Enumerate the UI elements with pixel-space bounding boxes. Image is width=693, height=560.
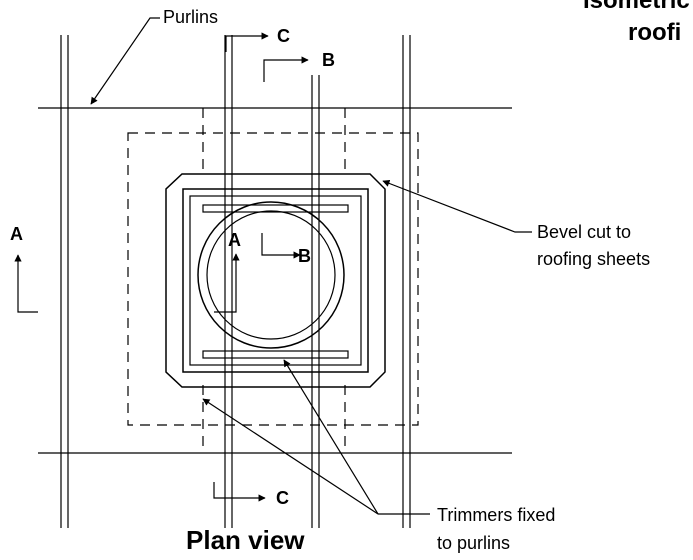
section-mark-b-top: B [263, 50, 335, 82]
svg-text:B: B [322, 50, 335, 70]
title-fragment-roofing: roofi [628, 19, 681, 46]
svg-text:C: C [276, 488, 289, 508]
title-fragment-isometric: Isometric [583, 0, 690, 14]
section-mark-b-inner: B [261, 233, 311, 266]
section-mark-a-inner: A [214, 230, 241, 313]
upstand-outer [182, 188, 369, 373]
purlins-label: Purlins [163, 7, 218, 27]
purlins-label-group: Purlins [90, 7, 218, 105]
svg-text:B: B [298, 246, 311, 266]
svg-text:A: A [10, 224, 23, 244]
purlins-lines [38, 107, 512, 454]
hidden-outline [127, 108, 419, 453]
bevel-label-line1: Bevel cut to [537, 222, 631, 242]
flue-inner-circle [206, 210, 336, 340]
section-mark-c-top: C [225, 26, 290, 52]
svg-text:C: C [277, 26, 290, 46]
plan-view-title: Plan view [186, 525, 305, 555]
section-mark-a-outer: A [10, 224, 38, 313]
svg-text:A: A [228, 230, 241, 250]
trimmers-label-group: Trimmers fixed to purlins [202, 359, 555, 553]
bevel-label-group: Bevel cut to roofing sheets [382, 179, 650, 269]
rafters [60, 35, 411, 528]
upstand-inner [189, 195, 362, 366]
trimmers-label-line2: to purlins [437, 533, 510, 553]
flue-outer-circle [197, 201, 345, 349]
trimmers-label-line1: Trimmers fixed [437, 505, 555, 525]
bevel-label-line2: roofing sheets [537, 249, 650, 269]
bevel-frame-outer [165, 173, 386, 388]
trimmers [202, 204, 349, 359]
section-mark-c-bottom: C [213, 482, 289, 508]
